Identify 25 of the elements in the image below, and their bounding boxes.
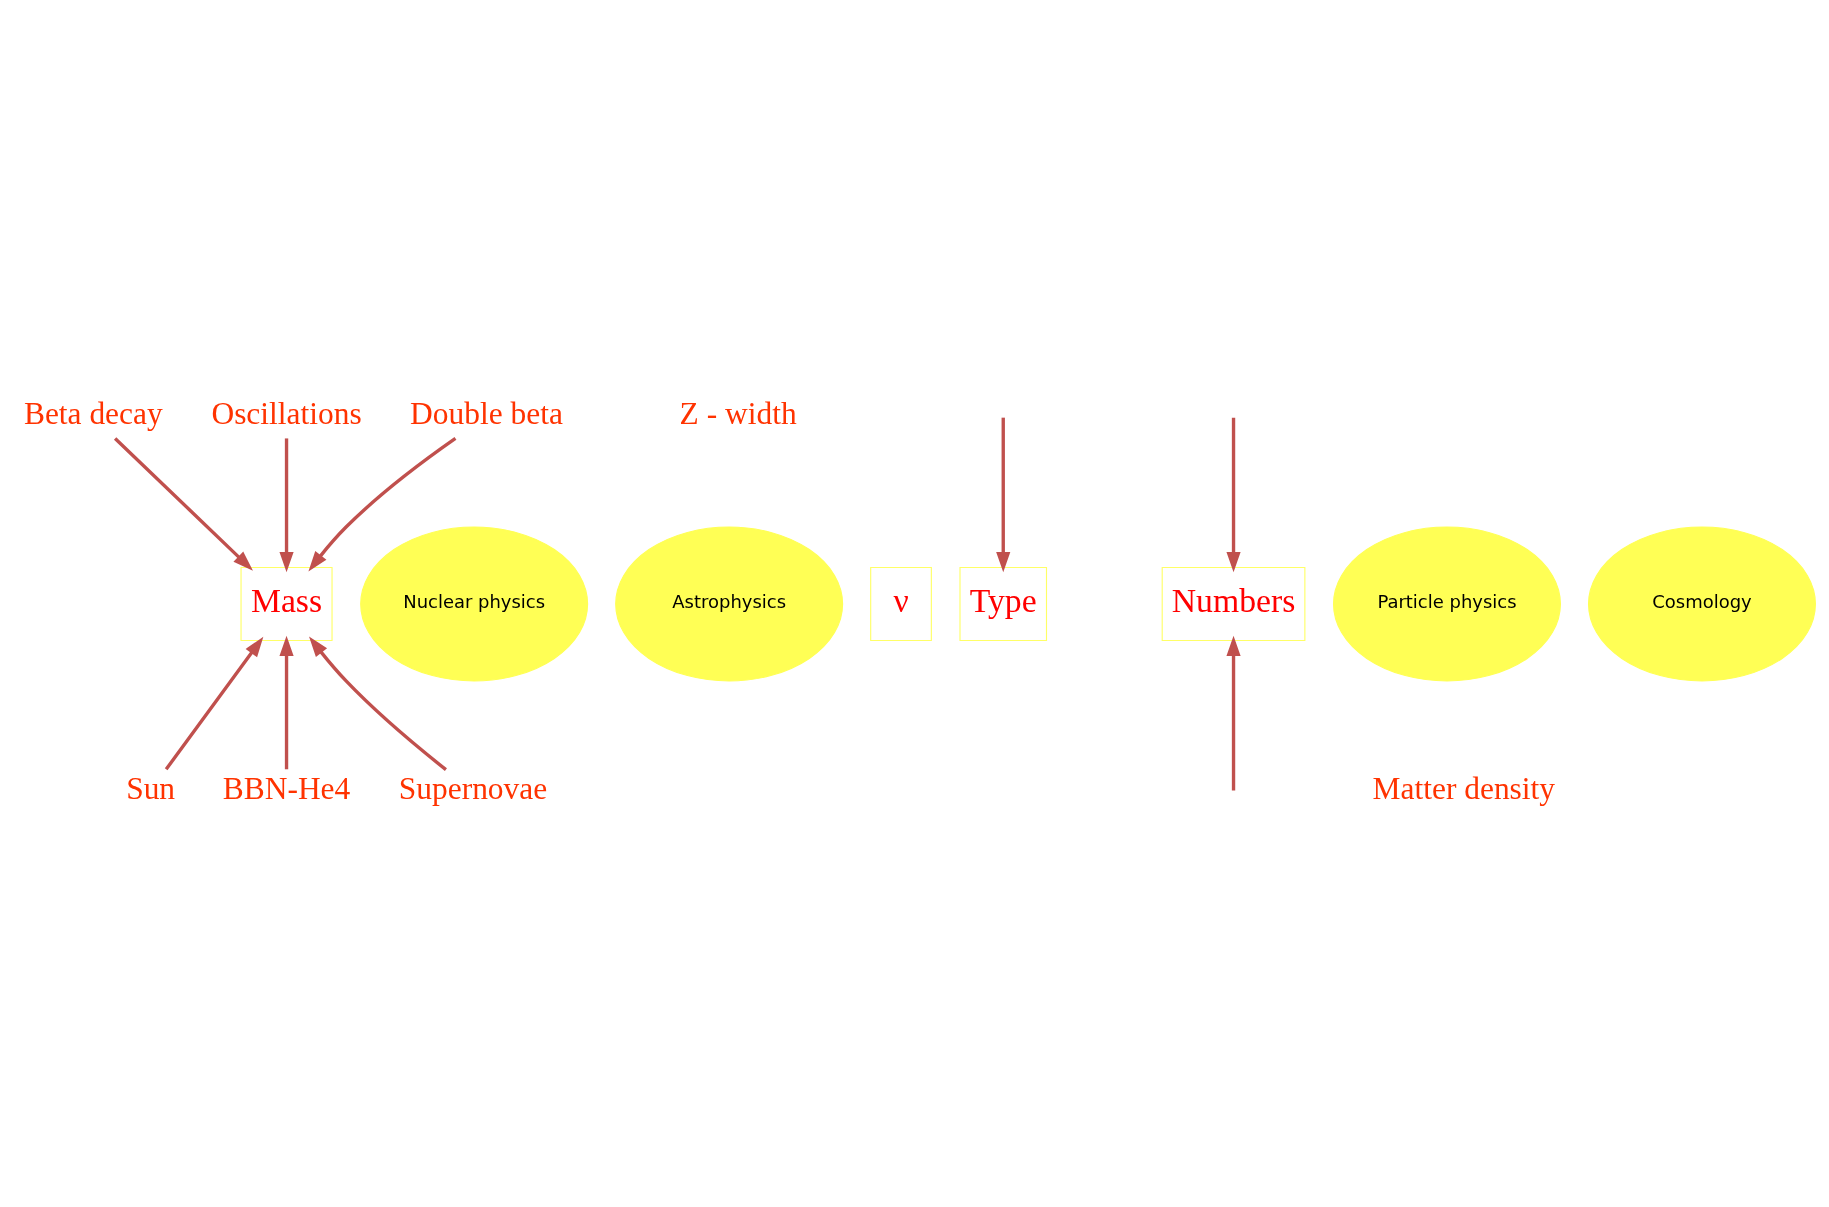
node-ellipse: Astrophysics bbox=[615, 526, 844, 681]
node-box: Type bbox=[959, 566, 1048, 641]
node-text: Double beta bbox=[410, 395, 563, 431]
arrow bbox=[279, 437, 294, 572]
node-text: Supernovae bbox=[398, 770, 548, 806]
node-ellipse: Nuclear physics bbox=[360, 526, 589, 681]
node-ellipse: Particle physics bbox=[1332, 526, 1561, 681]
node-box: Mass bbox=[240, 566, 333, 641]
arrow bbox=[308, 436, 457, 571]
arrow bbox=[309, 636, 447, 771]
arrow bbox=[279, 635, 294, 769]
node-box: Numbers bbox=[1161, 566, 1306, 641]
node-text: Beta decay bbox=[23, 395, 163, 431]
node-text: Z - width bbox=[679, 395, 797, 431]
arrow bbox=[113, 436, 253, 571]
arrow bbox=[996, 417, 1011, 572]
node-text: BBN-He4 bbox=[222, 770, 351, 806]
arrow bbox=[1226, 635, 1241, 790]
node-text: Matter density bbox=[1372, 770, 1556, 806]
node-box: ν bbox=[870, 566, 932, 641]
node-text: Oscillations bbox=[211, 395, 362, 431]
arrow bbox=[164, 636, 264, 770]
node-text: Sun bbox=[126, 770, 176, 806]
arrow bbox=[1226, 417, 1241, 572]
node-ellipse: Cosmology bbox=[1587, 526, 1816, 681]
